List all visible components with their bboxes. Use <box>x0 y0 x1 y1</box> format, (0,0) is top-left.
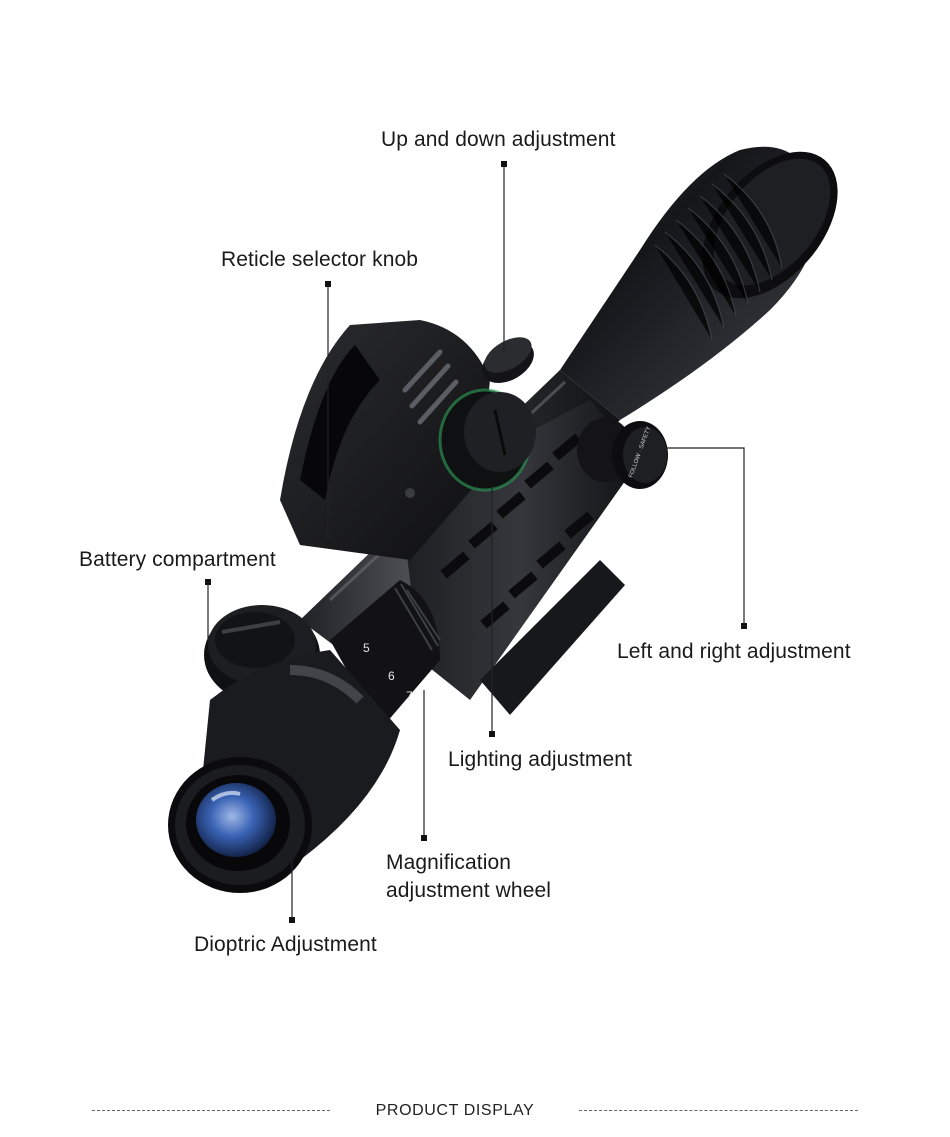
mag-mark-6: 6 <box>388 669 395 683</box>
mag-mark-5: 5 <box>363 641 370 655</box>
label-dioptric-adjustment: Dioptric Adjustment <box>194 933 377 956</box>
mag-mark-7: 7 <box>406 689 413 703</box>
illumination-knob <box>438 388 536 492</box>
leader-markers <box>205 161 747 923</box>
leader-left-right <box>666 447 745 626</box>
eyepiece <box>168 650 400 893</box>
marker-left-right <box>741 623 747 629</box>
label-lighting-adjustment: Lighting adjustment <box>448 748 633 771</box>
label-reticle-selector-knob: Reticle selector knob <box>221 248 419 271</box>
marker-dioptric <box>289 917 295 923</box>
footer-divider-left <box>92 1110 330 1111</box>
marker-battery <box>205 579 211 585</box>
magnification-ring: 5 6 7 <box>330 580 441 730</box>
marker-magnification <box>421 835 427 841</box>
label-left-right-adjustment: Left and right adjustment <box>617 640 851 663</box>
left-right-turret: FOLLOW · SAFETY <box>577 418 668 489</box>
label-battery-compartment: Battery compartment <box>79 548 276 571</box>
footer-title: PRODUCT DISPLAY <box>375 1102 535 1119</box>
red-dot-sight <box>280 320 490 560</box>
marker-up-down <box>501 161 507 167</box>
leader-lines <box>207 164 745 920</box>
footer-divider-right <box>579 1110 858 1111</box>
up-down-turret <box>482 337 534 383</box>
marker-reticle <box>325 281 331 287</box>
label-magnification-line1: Magnification <box>386 851 512 874</box>
label-magnification-line2: adjustment wheel <box>386 879 552 902</box>
marker-lighting <box>489 731 495 737</box>
objective-bell <box>560 146 838 421</box>
label-up-down-adjustment: Up and down adjustment <box>381 128 616 151</box>
